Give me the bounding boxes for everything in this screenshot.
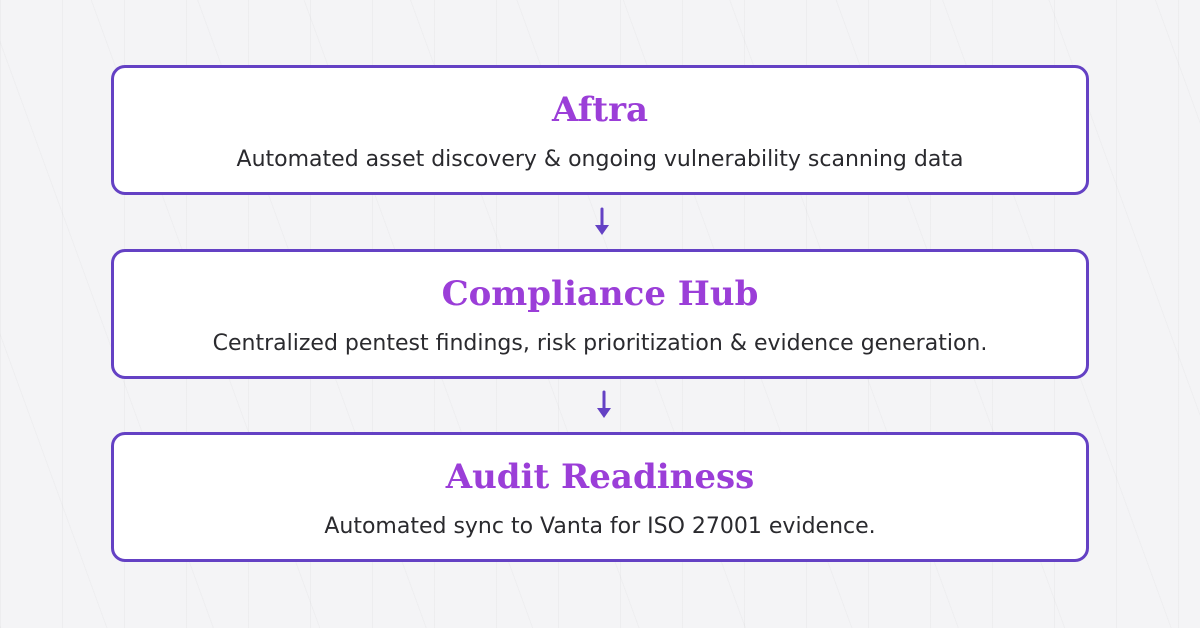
arrow-down-icon	[595, 207, 609, 235]
step-box-aftra: Aftra Automated asset discovery & ongoin…	[111, 65, 1089, 195]
step-description: Automated sync to Vanta for ISO 27001 ev…	[324, 514, 876, 539]
step-title: Aftra	[551, 90, 649, 130]
step-title: Audit Readiness	[445, 457, 755, 497]
step-box-audit-readiness: Audit Readiness Automated sync to Vanta …	[111, 432, 1089, 562]
step-description: Centralized pentest findings, risk prior…	[212, 331, 988, 356]
step-box-compliance-hub: Compliance Hub Centralized pentest findi…	[111, 249, 1089, 379]
step-title: Compliance Hub	[441, 274, 759, 314]
arrow-down-icon	[597, 390, 611, 418]
step-description: Automated asset discovery & ongoing vuln…	[236, 147, 964, 172]
